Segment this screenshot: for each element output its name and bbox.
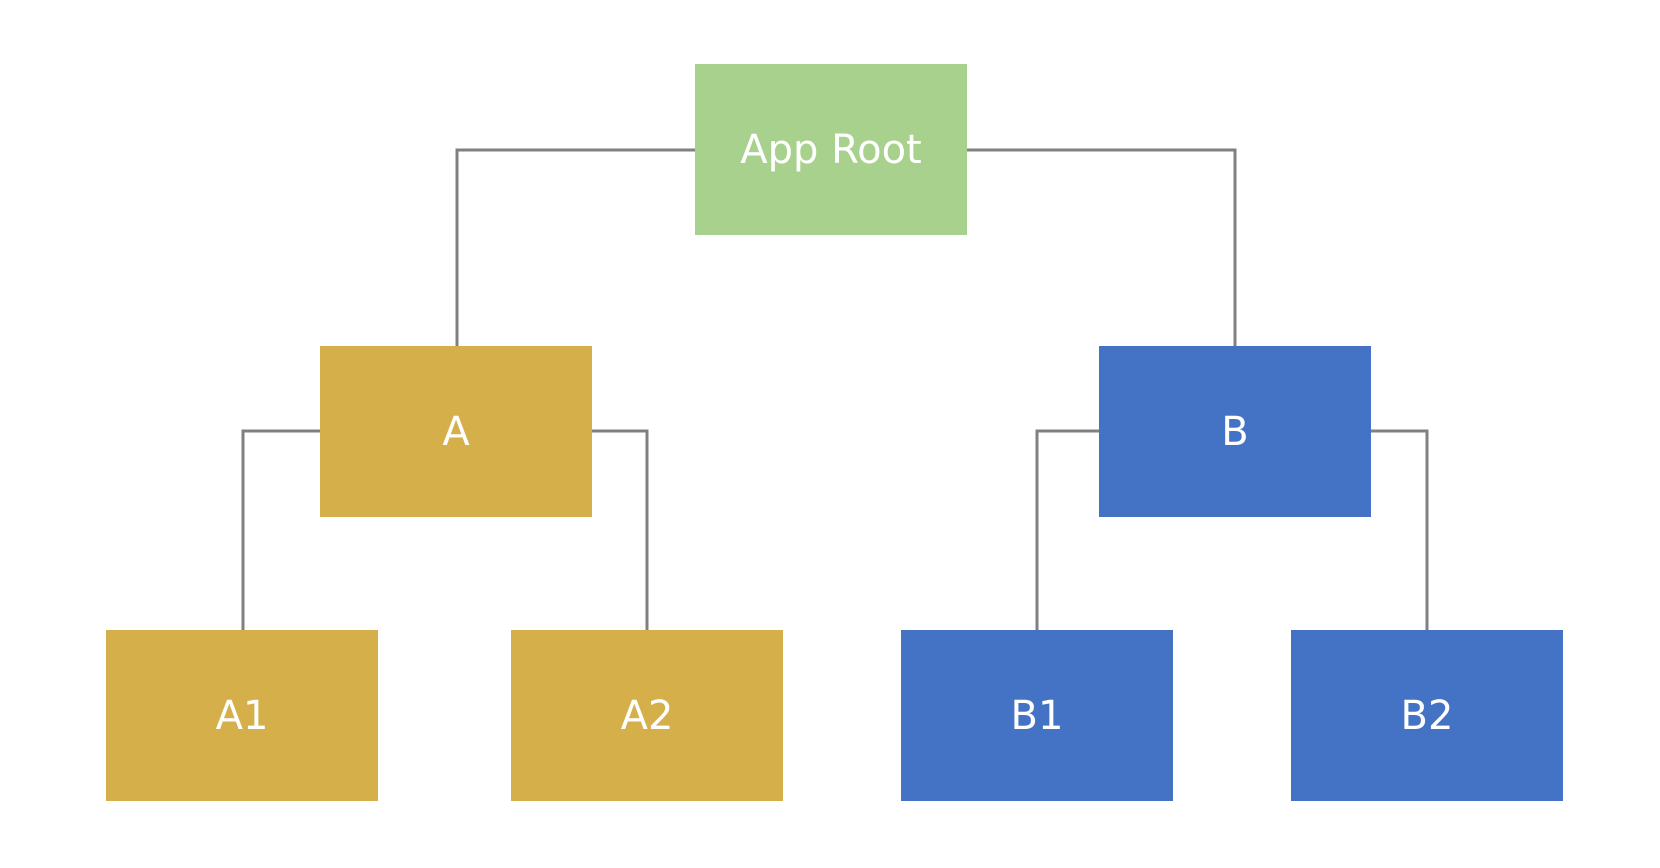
connector-b-b1	[1035, 429, 1099, 630]
connector-lines	[241, 148, 1429, 630]
node-b2: B2	[1291, 630, 1563, 801]
node-b1: B1	[901, 630, 1173, 801]
node-a2: A2	[511, 630, 783, 801]
node-label: B2	[1400, 692, 1454, 739]
node-a: A	[320, 346, 592, 517]
connector-root-a	[455, 148, 695, 346]
connector-a-a2	[592, 429, 649, 630]
node-label: B1	[1010, 692, 1064, 739]
connector-a-a1	[241, 429, 320, 630]
node-label: App Root	[740, 126, 922, 173]
node-label: B	[1221, 408, 1249, 455]
node-label: A1	[215, 692, 269, 739]
node-label: A2	[620, 692, 674, 739]
node-a1: A1	[106, 630, 378, 801]
node-label: A	[442, 408, 470, 455]
node-b: B	[1099, 346, 1371, 517]
connector-root-b	[967, 148, 1237, 346]
connector-b-b2	[1371, 429, 1429, 630]
node-app-root: App Root	[695, 64, 967, 235]
